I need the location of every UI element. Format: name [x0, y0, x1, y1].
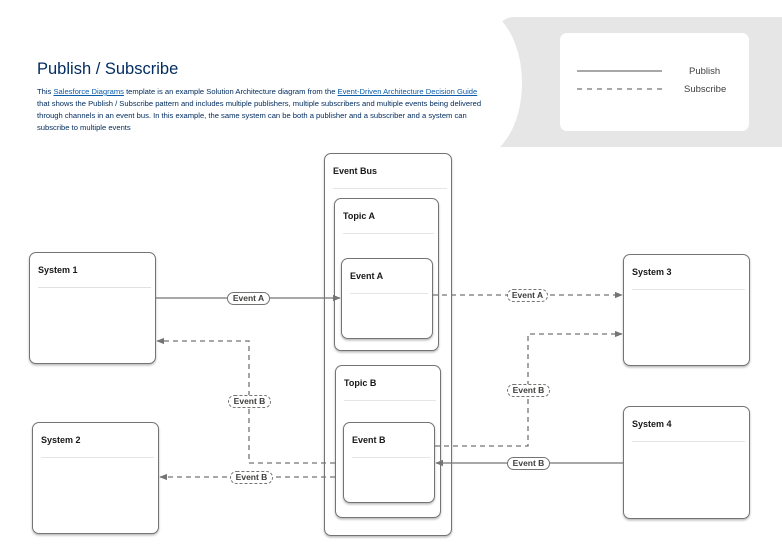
topic-a-title: Topic A — [343, 199, 434, 234]
sys3-subscribe-label: Event A — [507, 289, 548, 302]
topic-b-title: Topic B — [344, 366, 436, 401]
system-4-title: System 4 — [632, 407, 745, 442]
system-3-title: System 3 — [632, 255, 745, 290]
decision-guide-link[interactable]: Event-Driven Architecture Decision Guide — [337, 87, 478, 96]
sys1-subscribe-label: Event B — [228, 395, 271, 408]
system-1-title: System 1 — [38, 253, 151, 288]
system-1: System 1 — [29, 252, 156, 364]
legend-publish-label: Publish — [689, 66, 721, 77]
event-b-title: Event B — [352, 423, 430, 458]
page-title: Publish / Subscribe — [37, 60, 179, 78]
event-bus-title: Event Bus — [333, 154, 447, 189]
event-a-title: Event A — [350, 259, 428, 294]
sys3-eventb-label: Event B — [507, 384, 550, 397]
sys4-publish-label: Event B — [507, 457, 550, 470]
sys2-subscribe-label: Event B — [230, 471, 273, 484]
system-3: System 3 — [623, 254, 750, 366]
salesforce-diagrams-link[interactable]: Salesforce Diagrams — [53, 87, 124, 96]
page-description: This Salesforce Diagrams template is an … — [37, 87, 482, 132]
event-b: Event B — [343, 422, 435, 503]
legend-subscribe-label: Subscribe — [684, 84, 727, 95]
legend-background-curve — [430, 8, 522, 158]
sys1-publish-label: Event A — [227, 292, 270, 305]
system-2: System 2 — [32, 422, 159, 534]
legend — [560, 33, 749, 131]
event-a: Event A — [341, 258, 433, 339]
system-2-title: System 2 — [41, 423, 154, 458]
system-4: System 4 — [623, 406, 750, 519]
